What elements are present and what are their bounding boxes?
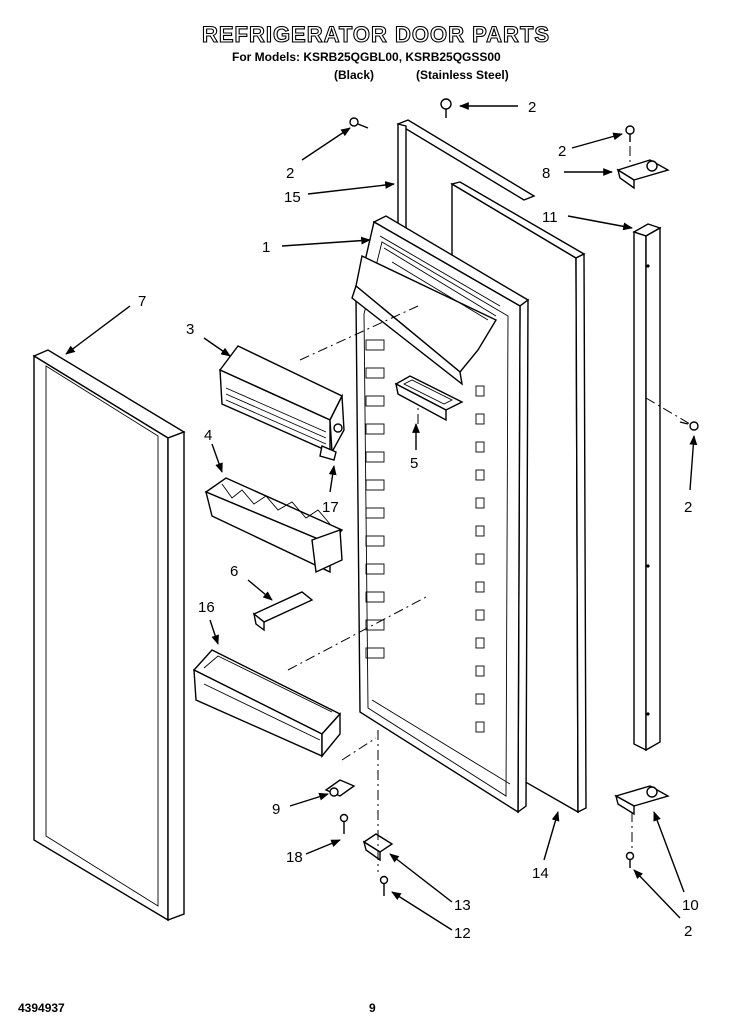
callout-2: 2 [286, 165, 294, 182]
callout-16: 16 [198, 599, 215, 616]
callout-1: 1 [262, 239, 270, 256]
door-bin [192, 649, 342, 758]
page-number: 9 [369, 1001, 376, 1015]
screw-handle [679, 421, 699, 431]
dairy-bin [394, 375, 464, 422]
screw-top-right [625, 125, 635, 142]
dairy-door-hinge [319, 445, 337, 461]
callout-4: 4 [204, 427, 212, 444]
callout-2: 2 [684, 923, 692, 940]
hinge-bushing [362, 833, 394, 862]
callout-8: 8 [542, 165, 550, 182]
callout-2: 2 [528, 99, 536, 116]
document-number: 4394937 [18, 1001, 65, 1015]
callout-6: 6 [230, 563, 238, 580]
callout-9: 9 [272, 801, 280, 818]
screw-18 [339, 813, 349, 834]
screw-top-left [349, 117, 369, 129]
bottom-hinge [614, 785, 670, 816]
callout-2: 2 [684, 499, 692, 516]
page-title: REFRIGERATOR DOOR PARTS [201, 21, 551, 47]
door-stop [324, 779, 356, 797]
callout-11: 11 [542, 209, 558, 226]
dairy-door [218, 345, 345, 455]
screw-bottom-right [625, 851, 635, 868]
callout-10: 10 [682, 897, 699, 914]
screw-top-center [440, 98, 452, 118]
callout-2: 2 [558, 143, 566, 160]
egg-tray [204, 477, 344, 574]
callout-14: 14 [532, 865, 549, 882]
callout-5: 5 [410, 455, 418, 472]
door-gasket [32, 349, 186, 922]
callout-13: 13 [454, 897, 471, 914]
models-line: For Models: KSRB25QGBL00, KSRB25QGSS00 [232, 50, 501, 64]
callout-17: 17 [322, 499, 339, 516]
top-hinge [616, 159, 670, 190]
door-top-trim [396, 119, 536, 232]
callout-12: 12 [454, 925, 471, 942]
model-black-label: (Black) [334, 68, 375, 82]
callout-18: 18 [286, 849, 303, 866]
callout-3: 3 [186, 321, 194, 338]
screw-12 [379, 875, 389, 896]
callout-7: 7 [138, 293, 146, 310]
model-stainless-label: (Stainless Steel) [416, 68, 509, 82]
door-handle-trim [632, 223, 662, 752]
door-liner [351, 215, 530, 814]
callout-15: 15 [284, 189, 301, 206]
shelf-retainer-bracket [252, 591, 314, 632]
